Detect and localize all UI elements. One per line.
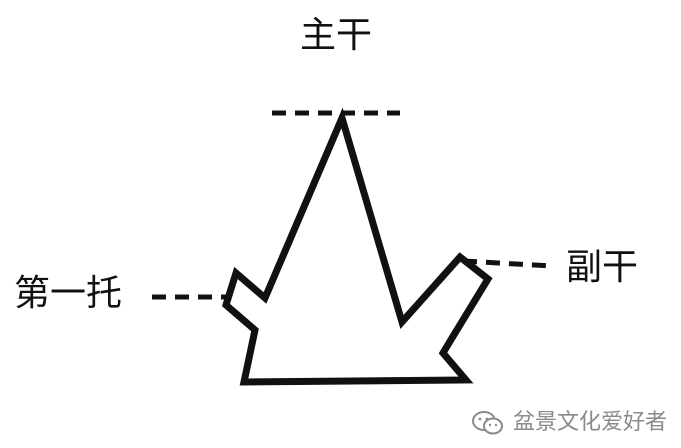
sub-trunk-label: 副干: [566, 247, 639, 288]
bonsai-outline: [221, 107, 493, 386]
first-branch-label: 第一托: [14, 273, 123, 314]
main-trunk-label: 主干: [300, 15, 373, 56]
watermark: 盆景文化爱好者: [471, 410, 667, 436]
wechat-icon: [471, 411, 503, 435]
sub-trunk-leader: [462, 258, 553, 269]
watermark-text: 盆景文化爱好者: [512, 410, 667, 435]
